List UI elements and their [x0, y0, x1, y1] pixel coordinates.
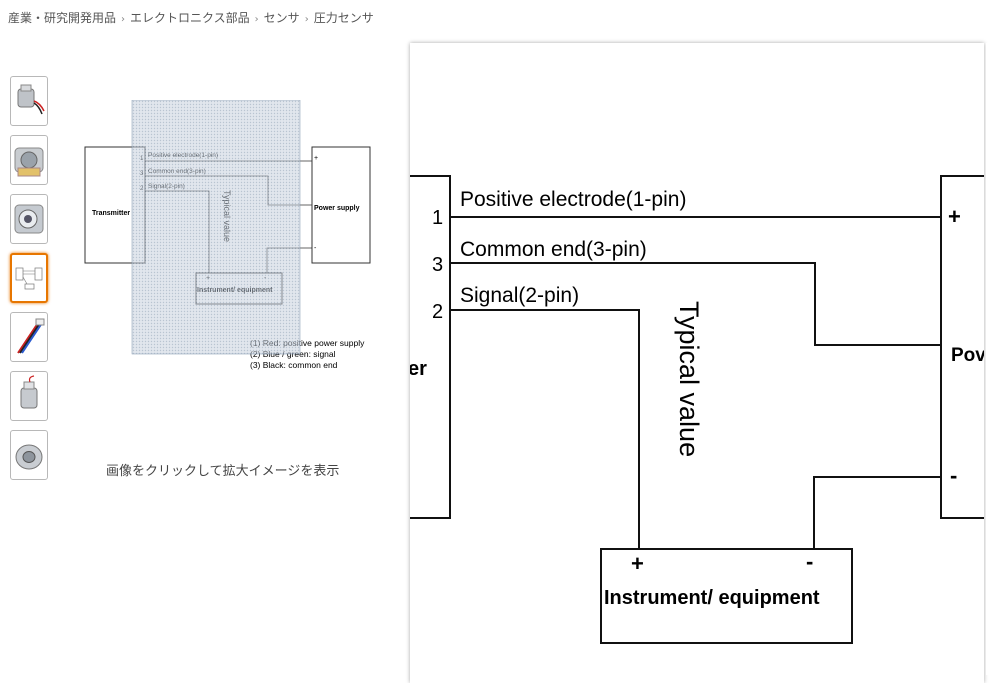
main-product-image[interactable]: Transmitter Power supply Instrument/ equ… [84, 99, 394, 380]
magnifier-lens[interactable] [131, 99, 301, 355]
transmitter-label: Transmitter [92, 210, 130, 217]
power-minus-label: - [314, 245, 317, 252]
click-to-enlarge-hint: 画像をクリックして拡大イメージを表示 [106, 464, 340, 479]
zoom-pin3-label: 3 [432, 254, 443, 276]
sensor-cutaway-icon [14, 147, 44, 177]
thumbnail-5[interactable] [10, 312, 48, 362]
zoom-instrument-box [600, 548, 853, 644]
zoom-instrument-minus-label: - [806, 549, 813, 574]
thumbnail-1[interactable] [10, 76, 48, 126]
power-plus-label: + [314, 155, 318, 162]
legend-line-1: (1) Red: positive power supply [250, 338, 365, 348]
breadcrumb-item-pressure-sensors[interactable]: 圧力センサ [313, 11, 374, 25]
zoom-wire2-label: Signal(2-pin) [460, 284, 579, 307]
zoom-wire3-label: Common end(3-pin) [460, 238, 647, 261]
zoom-wire1-label: Positive electrode(1-pin) [460, 188, 686, 211]
zoomed-wiring-diagram: er Pov 1 3 2 Positive electrode(1-pin) C… [410, 175, 984, 644]
zoom-pane: er Pov 1 3 2 Positive electrode(1-pin) C… [410, 43, 984, 683]
thumbnail-7[interactable] [10, 430, 48, 480]
thumbnail-strip [10, 76, 48, 489]
legend-line-3: (3) Black: common end [250, 360, 338, 370]
zoom-instrument-plus-label: + [631, 551, 644, 576]
thumbnail-4[interactable] [10, 253, 48, 303]
sensor-with-wires-icon [17, 84, 45, 115]
zoom-pin1-label: 1 [432, 207, 443, 229]
breadcrumb-item-industrial[interactable]: 産業・研究開発用品 [8, 11, 117, 25]
page-edge [986, 43, 995, 675]
sensor-side-icon [20, 375, 38, 409]
zoom-power-fragment: Pov [951, 345, 984, 366]
power-supply-label: Power supply [314, 205, 360, 212]
cable-icon [17, 318, 45, 354]
zoom-transmitter-box [410, 175, 451, 519]
breadcrumb-separator: › [304, 14, 309, 25]
breadcrumb-item-electronics[interactable]: エレクトロニクス部品 [130, 11, 250, 25]
breadcrumb-separator: › [254, 14, 259, 25]
thumbnail-6[interactable] [10, 371, 48, 421]
thumbnail-3[interactable] [10, 194, 48, 244]
thumbnail-2[interactable] [10, 135, 48, 185]
zoom-transmitter-fragment: er [410, 358, 427, 380]
zoom-instrument-label: Instrument/ equipment [604, 587, 820, 609]
zoom-pin2-label: 2 [432, 301, 443, 323]
zoom-power-minus-label: - [950, 463, 957, 488]
sensor-thread-icon [15, 444, 43, 470]
zoom-typical-value-label: Typical value [674, 301, 704, 457]
breadcrumb-item-sensors[interactable]: センサ [263, 11, 300, 25]
breadcrumb-separator: › [121, 14, 126, 25]
zoom-power-plus-label: + [948, 204, 961, 229]
zoom-power-supply-box [940, 175, 984, 519]
breadcrumb: 産業・研究開発用品 › エレクトロニクス部品 › センサ › 圧力センサ [8, 9, 374, 26]
sensor-cutaway-icon [14, 204, 44, 234]
wiring-diagram-icon [15, 267, 43, 290]
